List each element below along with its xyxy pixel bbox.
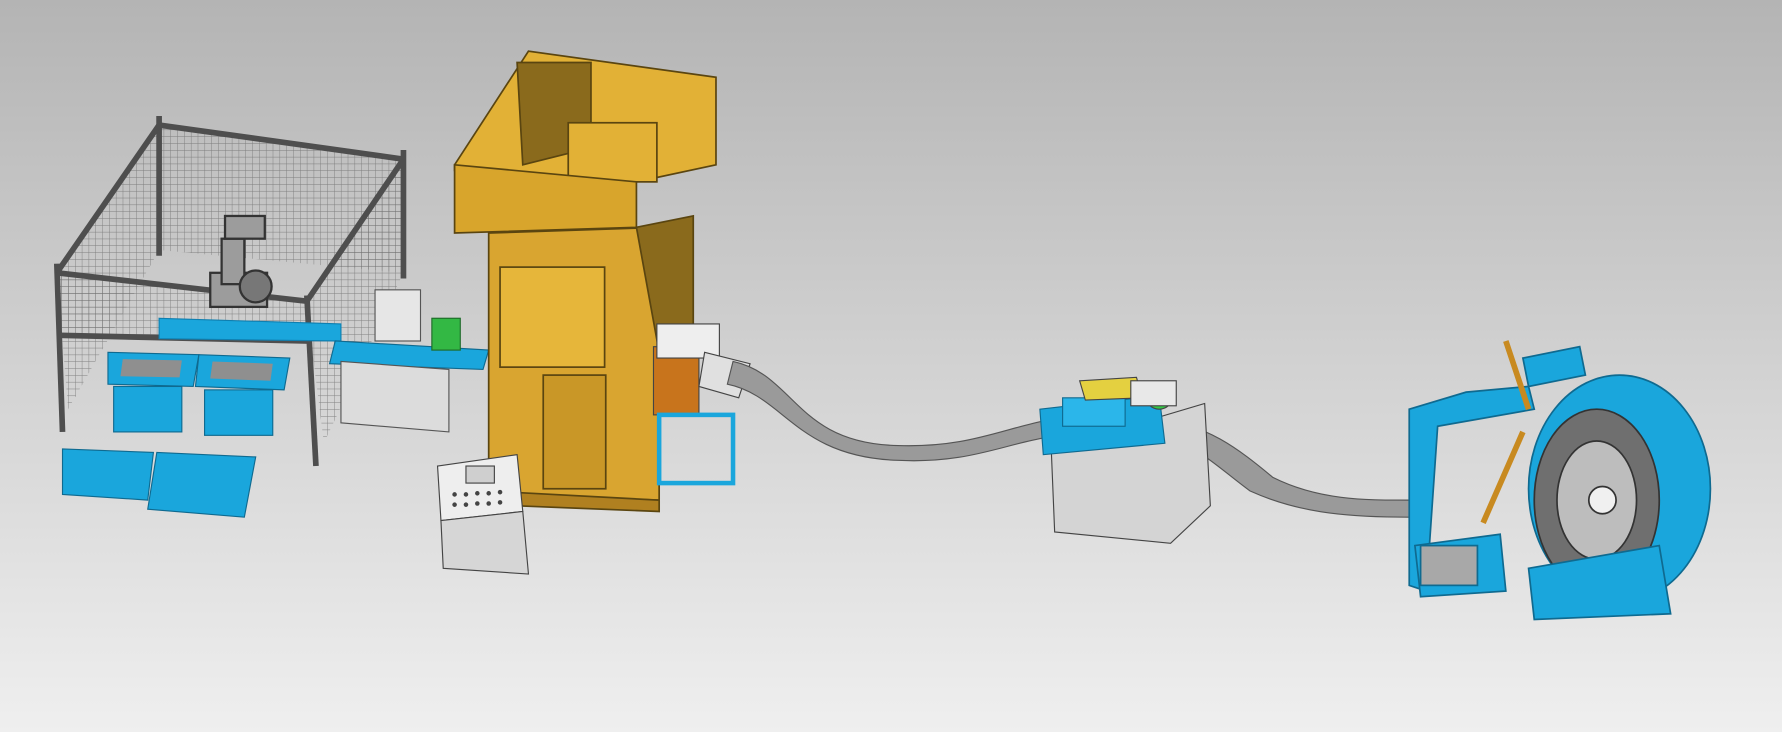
station-table-1 — [61, 351, 200, 501]
decoiler — [1408, 340, 1712, 621]
transfer-conveyor — [328, 289, 490, 433]
cage-right-mesh — [306, 159, 404, 444]
hold-down-arm — [1503, 340, 1532, 411]
control-console — [436, 454, 530, 575]
robot-arm — [209, 214, 273, 309]
straightener — [1039, 376, 1211, 544]
station-table-2 — [147, 354, 291, 518]
punch-press — [453, 50, 717, 513]
robot-cell — [53, 115, 407, 518]
cage-back-mesh — [159, 125, 404, 273]
